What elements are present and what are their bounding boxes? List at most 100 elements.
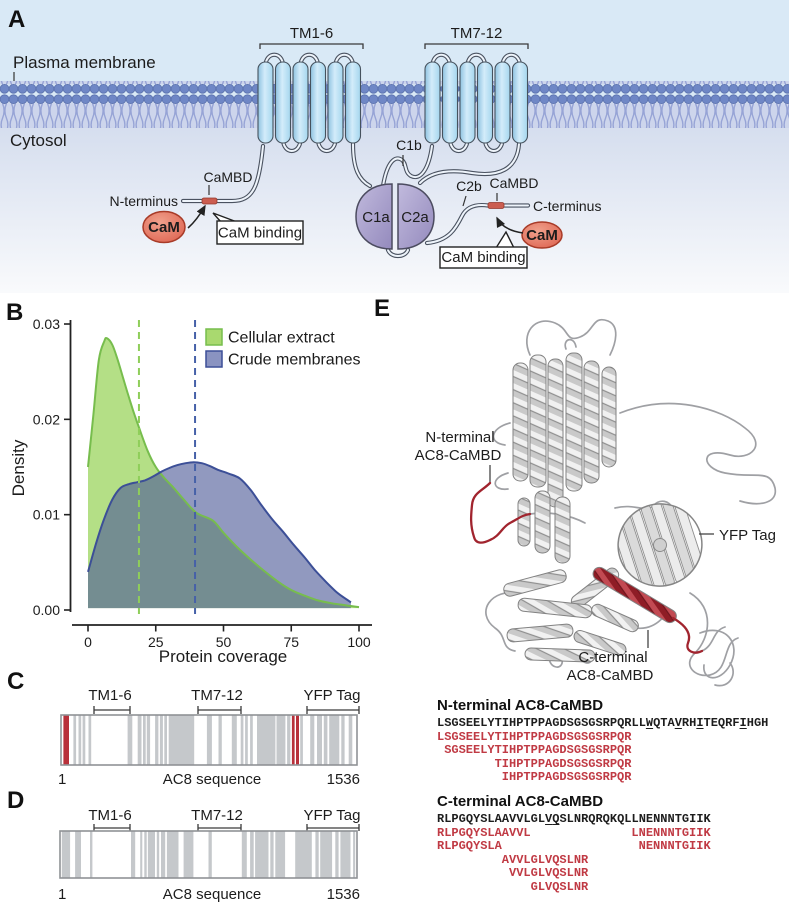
coverage-stripe [164, 715, 167, 765]
coverage-stripe [340, 831, 351, 878]
cambd-segment-right [487, 202, 505, 209]
coverage-stripe [127, 715, 133, 765]
cam-binding-box-right [439, 246, 528, 269]
x-tick-label: 25 [148, 634, 164, 650]
cam-left-label: CaM [148, 219, 180, 236]
tm7-12-label: TM7-12 [451, 25, 503, 42]
coverage-stripe [206, 715, 212, 765]
coverage-stripe [257, 715, 276, 765]
d-start-label: 1 [58, 886, 66, 903]
n-terminal-cambd-label-line2: AC8-CaMBD [415, 447, 502, 464]
peptide-line: RLPGQYSLA NENNNTGIIK [437, 839, 711, 854]
c-end-label: 1536 [327, 771, 360, 788]
y-tick-label: 0.02 [33, 411, 60, 427]
coverage-stripe [78, 715, 82, 765]
lipid-bilayer [0, 81, 789, 128]
n-peptide-list: LSGSEELYTIHPTPPAGDSGSGSRPQR SGSEELYTIHPT… [437, 729, 789, 785]
median-lines [137, 320, 197, 614]
cambd-left-label: CaMBD [203, 169, 252, 185]
coverage-stripe [166, 831, 179, 878]
cambd-stripe [296, 715, 299, 765]
panel-d-letter: D [7, 787, 25, 814]
coverage-stripe [161, 831, 166, 878]
coverage-stripe [137, 715, 142, 765]
coverage-stripe [144, 831, 147, 878]
coverage-stripe [287, 715, 291, 765]
c-axis-label: AC8 sequence [163, 771, 261, 788]
tm1-6-helix-bundle [257, 61, 362, 144]
coverage-stripe [323, 715, 328, 765]
c1b-label: C1b [396, 137, 422, 153]
d-axis-label: AC8 sequence [163, 886, 261, 903]
coverage-stripe [250, 831, 254, 878]
c-tm1-6-label: TM1-6 [88, 687, 131, 704]
coverage-stripe [300, 715, 303, 765]
tm7-12-bracket [424, 43, 529, 49]
coverage-stripe [82, 715, 86, 765]
coverage-stripe [329, 715, 340, 765]
c-start-label: 1 [58, 771, 66, 788]
peptide-line: LSGSEELYTIHPTPPAGDSGSGSRPQR [437, 729, 632, 744]
d-tm7-12-label: TM7-12 [191, 807, 243, 824]
cytosol-label: Cytosol [10, 131, 67, 150]
underlined-residue: Q [552, 812, 560, 826]
coverage-stripe [88, 715, 92, 765]
coverage-stripe [61, 831, 71, 878]
panel-e-letter: E [374, 295, 391, 322]
yfp-tag-label: YFP Tag [719, 527, 776, 544]
panel-c-letter: C [7, 668, 25, 695]
cam-binding-right-label: CaM binding [441, 249, 525, 266]
coverage-stripe [275, 831, 286, 878]
coverage-stripe [317, 715, 322, 765]
coverage-stripe [231, 715, 237, 765]
x-tick-label: 0 [84, 634, 92, 650]
coverage-stripe [276, 715, 286, 765]
panel-b-letter: B [6, 299, 24, 326]
x-tick-label: 50 [216, 634, 232, 650]
coverage-stripe [241, 831, 247, 878]
peptide-line: GLVQSLNR [437, 879, 589, 894]
peptide-line: RLPGQYSLAAVVL LNENNNTGIIK [437, 825, 711, 840]
c-coverage-stripes [63, 715, 353, 765]
coverage-stripe [183, 831, 194, 878]
y-tick-label: 0.01 [33, 507, 60, 523]
c1a-domain [355, 183, 393, 250]
cam-right-label: CaM [526, 227, 558, 244]
d-tm1-6-label: TM1-6 [88, 807, 131, 824]
c-tm7-12-bracket [197, 706, 242, 714]
cambd-stripe [291, 715, 295, 765]
c-tm7-12-label: TM7-12 [191, 687, 243, 704]
n-terminal-cambd-label-line1: N-terminal [425, 429, 494, 446]
cambd-right-label: CaMBD [489, 175, 538, 191]
c-yfp-tag-label: YFP Tag [304, 687, 361, 704]
peptide-line: AVVLGLVQSLNR [437, 852, 589, 867]
y-tick-label: 0.03 [33, 316, 60, 332]
d-tm1-6-bracket [93, 824, 131, 831]
coverage-stripe [140, 831, 143, 878]
x-tick-label: 100 [347, 634, 371, 650]
density-outline-0 [87, 336, 360, 609]
underlined-residue: W [645, 716, 654, 730]
legend-label-crude-membranes: Crude membranes [228, 352, 361, 369]
n-terminus-label: N-terminus [110, 193, 178, 209]
coverage-stripe [147, 831, 155, 878]
cam-protein-left [142, 210, 186, 244]
c-seq-header: C-terminal AC8-CaMBD [437, 793, 604, 810]
coverage-stripe [341, 715, 345, 765]
c-terminal-cambd-label-line2: AC8-CaMBD [567, 667, 654, 684]
cambd-stripe [63, 715, 69, 765]
coverage-stripe [90, 831, 93, 878]
c-terminal-cambd-label-line1: C-terminal [578, 649, 647, 666]
c-terminus-label: C-terminus [533, 198, 601, 214]
x-axis-title: Protein coverage [159, 647, 288, 666]
coverage-stripe [131, 831, 136, 878]
density-curves [87, 336, 360, 609]
plasma-membrane-label: Plasma membrane [13, 53, 156, 72]
cam-binding-arrow-left [187, 204, 206, 229]
peptide-line: SGSEELYTIHPTPPAGDSGSGSRPQR [437, 743, 632, 758]
coverage-stripe [335, 831, 339, 878]
c2a-domain [397, 183, 435, 250]
coverage-stripe [155, 715, 159, 765]
coverage-stripe [348, 715, 353, 765]
